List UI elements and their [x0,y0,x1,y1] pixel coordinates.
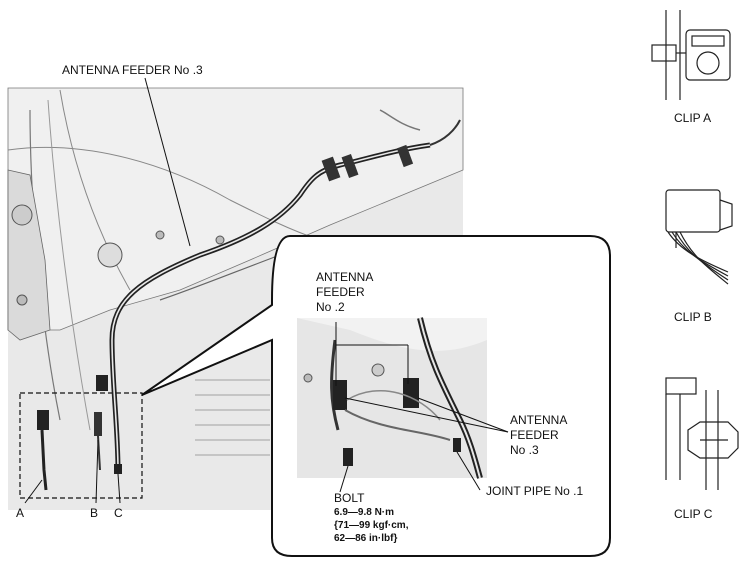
detail-view [297,317,509,493]
clip-b-label: CLIP B [674,310,712,324]
bolt-torque-kgf: {71—99 kgf·cm, [334,520,409,531]
clip-a-label: CLIP A [674,111,712,125]
main-vehicle-view [7,77,464,510]
point-b-label: B [90,506,99,520]
antenna-feeder-no3-label: ANTENNA FEEDER No .3 [62,63,203,77]
clip-c-mounted [114,464,122,474]
detail-area-box [19,392,143,499]
clip-c-label: CLIP C [674,507,713,521]
point-a-label: A [16,506,25,520]
bolt-torque-nm: 6.9—9.8 N·m [334,507,395,518]
detail-antenna-feeder-no2-label: ANTENNA FEEDER No .2 [316,270,374,314]
clip-b-icon [665,189,733,285]
point-c-label: C [114,506,123,520]
bolt-torque-inlbf: 62—86 in·lbf} [334,533,398,544]
clip-c-icon [665,377,739,490]
clip-a-mounted [37,410,49,491]
bolt-label: BOLT [334,491,365,505]
detail-antenna-feeder-no3-label: ANTENNA FEEDER No .3 [510,413,568,457]
clip-a-icon [651,10,731,100]
joint-pipe-label: JOINT PIPE No .1 [486,484,584,498]
cable-clips [96,144,414,391]
